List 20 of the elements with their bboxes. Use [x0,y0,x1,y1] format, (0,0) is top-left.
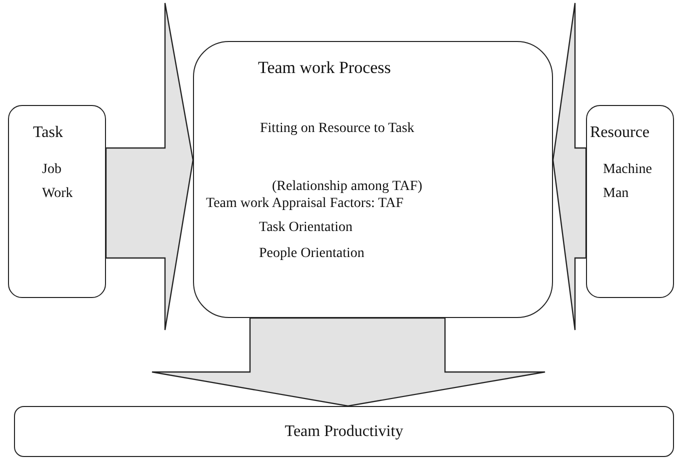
rounded-box [193,41,553,318]
box-label: Resource [590,124,650,142]
box-label: (Relationship among TAF) [272,179,422,196]
rounded-box [8,105,106,298]
box-label: Fitting on Resource to Task [260,121,414,138]
box-label: Team Productivity [284,423,404,442]
box-label: Work [42,186,73,202]
box-label: People Orientation [259,246,364,262]
box-label: Machine [603,162,652,178]
box-label: Task [33,124,63,142]
rounded-box [14,406,674,457]
box-label: Team work Process [258,58,391,78]
rounded-box [586,105,674,298]
block-arrow [552,2,587,331]
box-label: Man [603,186,629,202]
block-arrow [151,317,546,407]
block-arrow [105,2,194,331]
box-label: Job [42,162,62,178]
box-label: Team work Appraisal Factors: TAF [206,196,404,212]
box-label: Task Orientation [259,220,352,236]
